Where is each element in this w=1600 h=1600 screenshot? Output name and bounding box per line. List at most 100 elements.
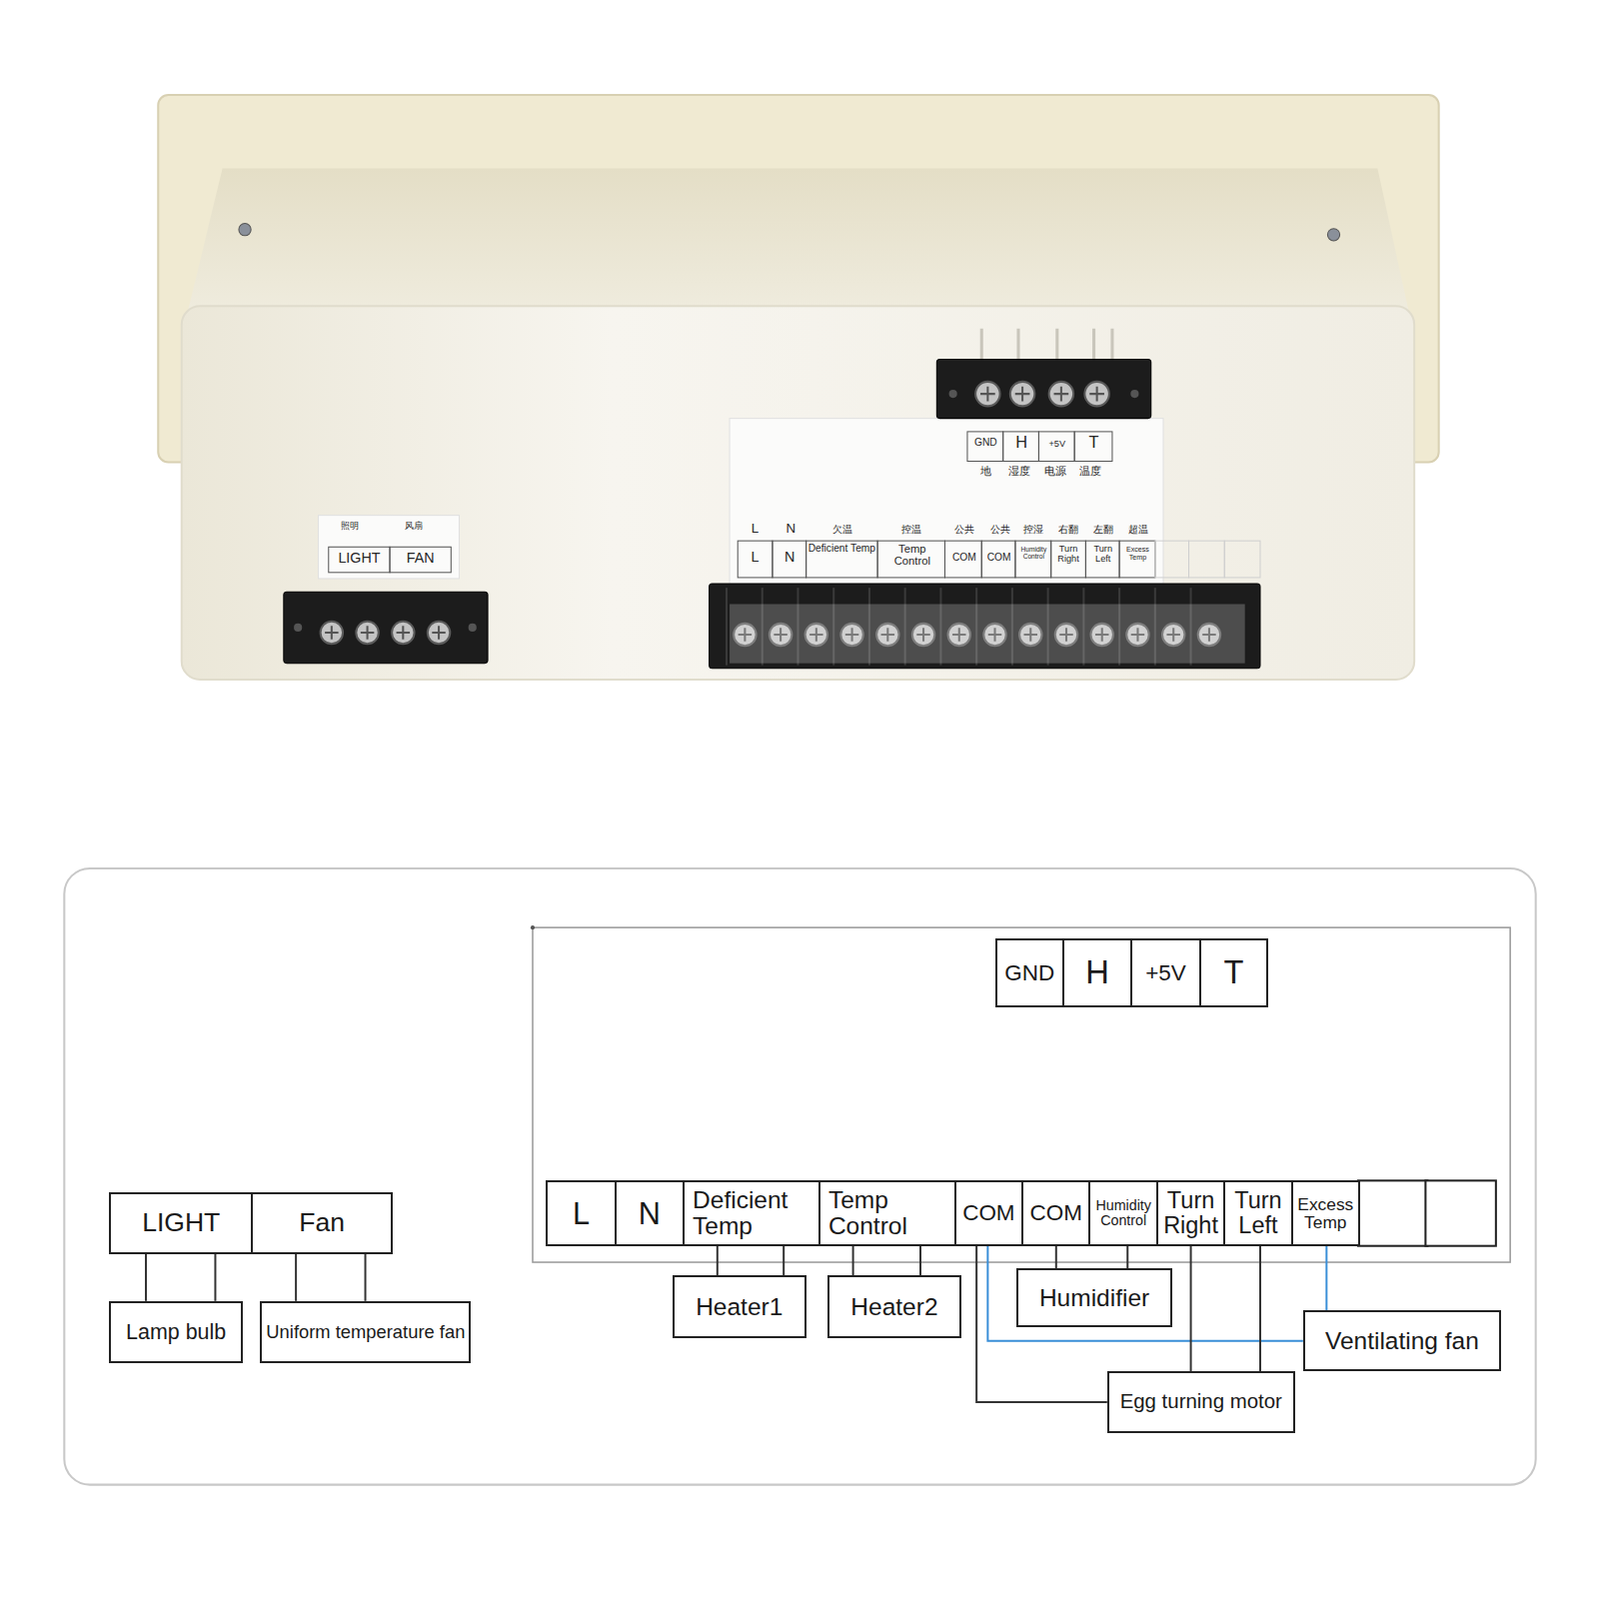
- sticker-cell: [1189, 540, 1226, 578]
- spare-terminal: [1425, 1180, 1496, 1246]
- sticker-label: 风扇: [392, 521, 434, 532]
- screw-slot: [980, 386, 996, 402]
- sticker-label: 电源: [1039, 465, 1071, 478]
- wire: [1259, 1246, 1262, 1373]
- wire: [919, 1246, 922, 1277]
- terminal-box: N: [614, 1180, 685, 1246]
- sticker-label: 超温: [1122, 524, 1156, 536]
- terminal-screw: [427, 621, 450, 644]
- terminal-screw: [975, 381, 1001, 407]
- terminal-box: Turn Left: [1223, 1180, 1293, 1246]
- sticker-label: 控湿: [1017, 524, 1051, 536]
- terminal-block: [709, 583, 1261, 669]
- sticker-label: Excess Temp: [1121, 546, 1156, 562]
- sticker-cell: [1155, 540, 1190, 578]
- wire: [782, 1246, 785, 1277]
- wire: [294, 1254, 297, 1302]
- sticker-cell: [328, 546, 390, 573]
- sticker-cell: [877, 540, 945, 578]
- sticker-label: GND: [968, 437, 1004, 449]
- terminal-screw: [1010, 381, 1036, 407]
- node-text: COM: [962, 1201, 1015, 1226]
- node-text: T: [1223, 955, 1244, 990]
- wire: [144, 1254, 147, 1302]
- terminal-box: Heater1: [672, 1275, 807, 1338]
- sticker-label: N: [774, 549, 806, 565]
- wire: [1055, 1246, 1058, 1269]
- node-text: Uniform temperature fan: [265, 1322, 465, 1342]
- terminal-box: Deficient Temp: [682, 1180, 821, 1246]
- screw-slot: [1015, 386, 1031, 402]
- sticker-label: +5V: [1040, 439, 1074, 450]
- sticker-label: N: [780, 521, 801, 536]
- sticker-label: 右翻: [1052, 524, 1086, 536]
- sticker-cell: [981, 540, 1016, 578]
- node-text: Heater2: [850, 1294, 938, 1321]
- clear-cover: [729, 603, 1246, 663]
- sticker-label: T: [1076, 433, 1112, 451]
- terminal-box: Turn Right: [1156, 1180, 1226, 1246]
- sticker-label: H: [1005, 433, 1039, 451]
- wire: [852, 1246, 855, 1277]
- sticker-label: Turn Left: [1086, 544, 1120, 564]
- sticker-label: 照明: [329, 521, 371, 532]
- node-text: Lamp bulb: [125, 1321, 226, 1345]
- screw-slot: [1089, 386, 1105, 402]
- terminal-box: Heater2: [827, 1275, 962, 1338]
- node-text: Deficient Temp: [692, 1187, 815, 1239]
- mount-hole: [468, 623, 477, 632]
- sticker-cell: [1051, 540, 1087, 578]
- controller-outline: [532, 927, 1511, 1263]
- sticker-label: L: [744, 521, 765, 536]
- node-text: Heater1: [695, 1294, 783, 1321]
- sticker-label: Humidity Control: [1016, 546, 1051, 561]
- node-text: Excess Temp: [1297, 1195, 1355, 1232]
- node-text: Turn Left: [1229, 1188, 1287, 1238]
- terminal-box: +5V: [1130, 938, 1201, 1007]
- terminal-box: COM: [1021, 1180, 1091, 1246]
- sticker-label: L: [739, 549, 771, 565]
- node-text: COM: [1030, 1201, 1083, 1226]
- sticker-label: Turn Right: [1051, 544, 1086, 564]
- mount-hole: [293, 623, 302, 632]
- node-text: Ventilating fan: [1325, 1328, 1480, 1355]
- sticker-cell: [737, 540, 773, 578]
- sticker-cell: [1085, 540, 1120, 578]
- wire: [213, 1254, 216, 1302]
- terminal-pin: [1110, 328, 1114, 360]
- node-text: Humidifier: [1039, 1285, 1150, 1312]
- terminal-box: GND: [995, 938, 1065, 1007]
- screw: [238, 223, 251, 236]
- wire: [1190, 1246, 1193, 1373]
- terminal-box: Fan: [250, 1192, 393, 1255]
- wire: [716, 1246, 719, 1277]
- screw-slot: [1054, 386, 1070, 402]
- sticker-cell: [1074, 431, 1113, 462]
- node-text: Egg turning motor: [1120, 1391, 1283, 1413]
- sticker-cell: [1015, 540, 1052, 578]
- spare-terminal: [1358, 1180, 1428, 1246]
- node-text: H: [1085, 955, 1110, 990]
- node-text: Turn Right: [1162, 1188, 1220, 1238]
- terminal-box: H: [1062, 938, 1133, 1007]
- sticker-label: 欠温: [825, 524, 861, 536]
- terminal-hardware: [283, 328, 1261, 669]
- screw-slot: [431, 625, 445, 639]
- terminal-pin: [980, 328, 984, 360]
- sticker-label: 湿度: [1004, 465, 1036, 478]
- screw-slot: [396, 625, 410, 639]
- sticker-cell: [772, 540, 807, 578]
- node-text: N: [638, 1197, 661, 1230]
- sticker-label: COM: [947, 552, 983, 564]
- terminal-screw: [355, 621, 378, 644]
- sticker-label: COM: [982, 552, 1016, 564]
- node-text: +5V: [1145, 961, 1187, 986]
- label-sticker: [729, 418, 1164, 584]
- terminal-box: Temp Control: [818, 1180, 957, 1246]
- sticker-label: 公共: [948, 524, 982, 536]
- terminal-divider: [725, 587, 728, 666]
- terminal-pin: [1016, 328, 1020, 360]
- wire: [1126, 1246, 1129, 1269]
- corner-dot: [530, 925, 535, 930]
- wire: [1325, 1246, 1328, 1311]
